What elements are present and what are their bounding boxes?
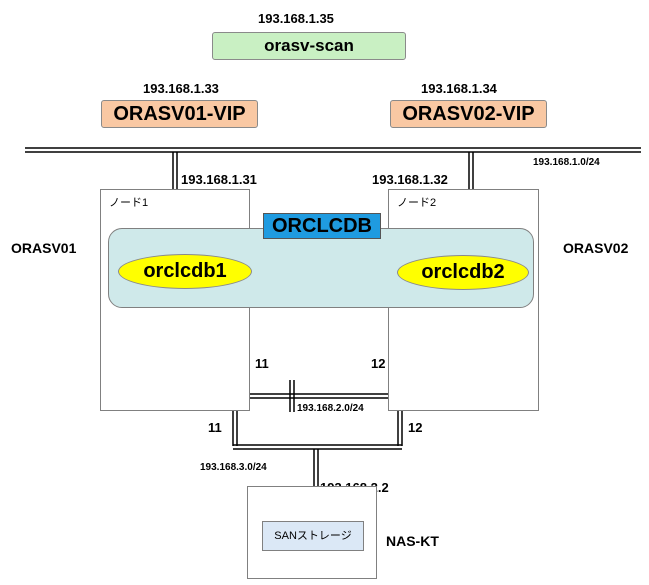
scan-name-box: orasv-scan bbox=[212, 32, 406, 60]
vip2-ip: 193.168.1.34 bbox=[421, 81, 497, 96]
node2-port-lower: 12 bbox=[408, 420, 423, 435]
nas-name: NAS-KT bbox=[386, 533, 439, 549]
vip1-ip: 193.168.1.33 bbox=[143, 81, 219, 96]
node1-port-upper: 11 bbox=[255, 356, 269, 371]
node2-ip: 193.168.1.32 bbox=[372, 172, 448, 187]
server2-label: ORASV02 bbox=[563, 240, 629, 256]
vip2-box: ORASV02-VIP bbox=[390, 100, 547, 128]
node1-port-lower: 11 bbox=[208, 420, 222, 435]
public-network-label: 193.168.1.0/24 bbox=[533, 157, 600, 168]
node2-title: ノード2 bbox=[397, 197, 437, 209]
vip1-box: ORASV01-VIP bbox=[101, 100, 258, 128]
database-title: ORCLCDB bbox=[263, 213, 381, 239]
nas-box: SANストレージ bbox=[247, 486, 377, 579]
node2-port-upper: 12 bbox=[371, 356, 386, 371]
server1-label: ORASV01 bbox=[11, 240, 77, 256]
instance-orclcdb1: orclcdb1 bbox=[118, 254, 252, 289]
interconnect-network-label: 193.168.2.0/24 bbox=[297, 403, 364, 414]
node1-title: ノード1 bbox=[109, 197, 149, 209]
san-storage-box: SANストレージ bbox=[262, 521, 364, 551]
storage-network-label: 193.168.3.0/24 bbox=[200, 462, 267, 473]
scan-ip: 193.168.1.35 bbox=[258, 11, 334, 26]
instance-orclcdb2: orclcdb2 bbox=[397, 255, 529, 290]
node1-ip: 193.168.1.31 bbox=[181, 172, 257, 187]
